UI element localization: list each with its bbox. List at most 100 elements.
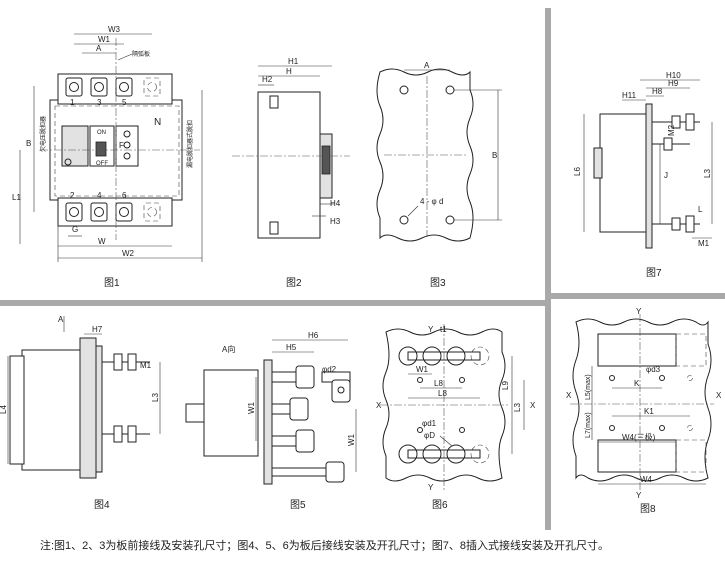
- divider-horizontal-left: [0, 300, 545, 306]
- footnote: 注:图1、2、3为板前接线及安装孔尺寸；图4、5、6为板后接线安装及开孔尺寸；图…: [40, 538, 609, 552]
- plugin-terminals-top: [652, 113, 700, 151]
- dim-L3: L3: [703, 169, 712, 178]
- figure-3-caption: 图3: [430, 277, 446, 289]
- dim-M2: M2: [667, 124, 676, 136]
- dim-W3: W3: [108, 25, 121, 34]
- rear-view-body: [203, 369, 259, 457]
- terminal-label-6: 6: [122, 191, 127, 200]
- dim-d2: φd2: [322, 365, 337, 374]
- figure-4-caption: 图4: [94, 499, 110, 511]
- dim-L6: L6: [573, 167, 582, 176]
- hole-label: 4 - φ d: [420, 197, 443, 206]
- dim-D: φD: [424, 431, 435, 440]
- toggle-handle: [95, 141, 107, 157]
- dim-K1: K1: [644, 407, 654, 416]
- figure-3: A B 4 - φ d 图3: [376, 61, 502, 289]
- side-body: [257, 91, 321, 239]
- figure-6: Y t1 W1 L8 L8 L9 L3 X X φd1 φD Y 图6: [376, 324, 536, 511]
- dim-H7: H7: [92, 325, 103, 334]
- dim-d1: φd1: [422, 419, 437, 428]
- dim-W4-three-pole: W4(三极): [622, 432, 656, 442]
- view-A-direction: A向: [222, 344, 235, 354]
- axis-X-right: X: [716, 391, 722, 400]
- panel-cutout-plate: [376, 68, 474, 242]
- figure-5: A向 H5 H6 φd2 W1 W1 图5: [185, 331, 357, 511]
- terminal-label-4: 4: [97, 191, 102, 200]
- dim-H10: H10: [666, 71, 681, 80]
- dim-L1: L1: [12, 193, 21, 202]
- rear-busbars: [271, 365, 351, 483]
- axis-X-left: X: [376, 401, 382, 410]
- dim-H2: H2: [262, 75, 273, 84]
- dim-W1-left: W1: [247, 401, 256, 414]
- undervoltage-label: 欠电压脱扣器: [39, 116, 47, 152]
- dim-H4: H4: [330, 199, 341, 208]
- dim-W: W: [98, 237, 106, 246]
- figure-2-caption: 图2: [286, 277, 302, 289]
- plugin-body: [599, 113, 647, 233]
- partition-label: 隔弧板: [132, 50, 150, 58]
- dim-d3: φd3: [646, 365, 661, 374]
- dim-L9: L9: [501, 381, 510, 390]
- dim-B: B: [26, 139, 31, 148]
- terminal-label-1: 1: [70, 98, 75, 107]
- terminal-label-2: 2: [70, 191, 75, 200]
- terminal-label-3: 3: [97, 98, 102, 107]
- dim-H6: H6: [308, 331, 319, 340]
- neutral-label: N: [154, 117, 161, 128]
- plugin-terminals-bottom: [652, 215, 700, 233]
- dim-M1: M1: [140, 361, 152, 370]
- dim-G: G: [72, 225, 78, 234]
- figure-8: Y X X K φd3 K1 W4(三极) W4 L5(max) L7(max)…: [566, 307, 722, 515]
- dim-H8: H8: [652, 87, 663, 96]
- dim-L3: L3: [513, 403, 522, 412]
- dim-L8-a: L8: [434, 379, 443, 388]
- figure-5-caption: 图5: [290, 499, 306, 511]
- divider-vertical: [545, 8, 551, 530]
- plugin-cutout-plate: [572, 318, 712, 482]
- dim-B: B: [492, 151, 497, 160]
- figure-6-caption: 图6: [432, 499, 448, 511]
- rear-studs-top: [102, 353, 150, 371]
- rear-studs-bottom: [102, 425, 150, 443]
- dim-J: J: [664, 171, 668, 180]
- axis-X-right: X: [530, 401, 536, 410]
- axis-X-left: X: [566, 391, 572, 400]
- figure-7-caption: 图7: [646, 267, 662, 279]
- dim-A: A: [424, 61, 430, 70]
- off-label: OFF: [96, 161, 108, 167]
- dim-H11: H11: [622, 91, 637, 100]
- dim-W1: W1: [98, 35, 111, 44]
- figure-7: H10 H8 H9 H11 M2 J L6 L3 L M1 图7: [573, 71, 713, 279]
- dim-M1: M1: [698, 239, 710, 248]
- dim-K: K: [634, 379, 640, 388]
- top-terminals: [65, 77, 161, 97]
- dim-H9: H9: [668, 79, 679, 88]
- dim-H3: H3: [330, 217, 341, 226]
- on-label: ON: [97, 130, 106, 136]
- figure-1-caption: 图1: [104, 277, 120, 289]
- dim-A: A: [96, 44, 102, 53]
- dim-W1-right: W1: [347, 433, 356, 446]
- dim-H: H: [286, 67, 292, 76]
- axis-Y-bottom: Y: [428, 483, 434, 492]
- figure-2: H1 H2 H H4 H3 图2: [232, 57, 350, 289]
- dim-H5: H5: [286, 343, 297, 352]
- figure-8-caption: 图8: [640, 503, 656, 515]
- dim-t1: t1: [440, 325, 447, 334]
- dim-L4: L4: [0, 405, 8, 414]
- figure-1: 1 3 5 2 4 6 N ON OFF F 欠电压脱扣器 漏电脱扣器式脱扣 W…: [12, 25, 203, 289]
- axis-Y-top: Y: [428, 325, 434, 334]
- dim-L5-max: L5(max): [585, 374, 592, 400]
- divider-horizontal-right: [551, 293, 725, 299]
- mount-plate: [645, 103, 653, 249]
- dim-L7-max: L7(max): [585, 412, 592, 438]
- axis-Y-top: Y: [636, 307, 642, 316]
- residual-trip-label: 漏电脱扣器式脱扣: [186, 120, 194, 168]
- rear-plate: [79, 337, 97, 479]
- axis-Y-bottom: Y: [636, 491, 642, 500]
- dim-W1: W1: [416, 365, 429, 374]
- dim-W4: W4: [640, 475, 653, 484]
